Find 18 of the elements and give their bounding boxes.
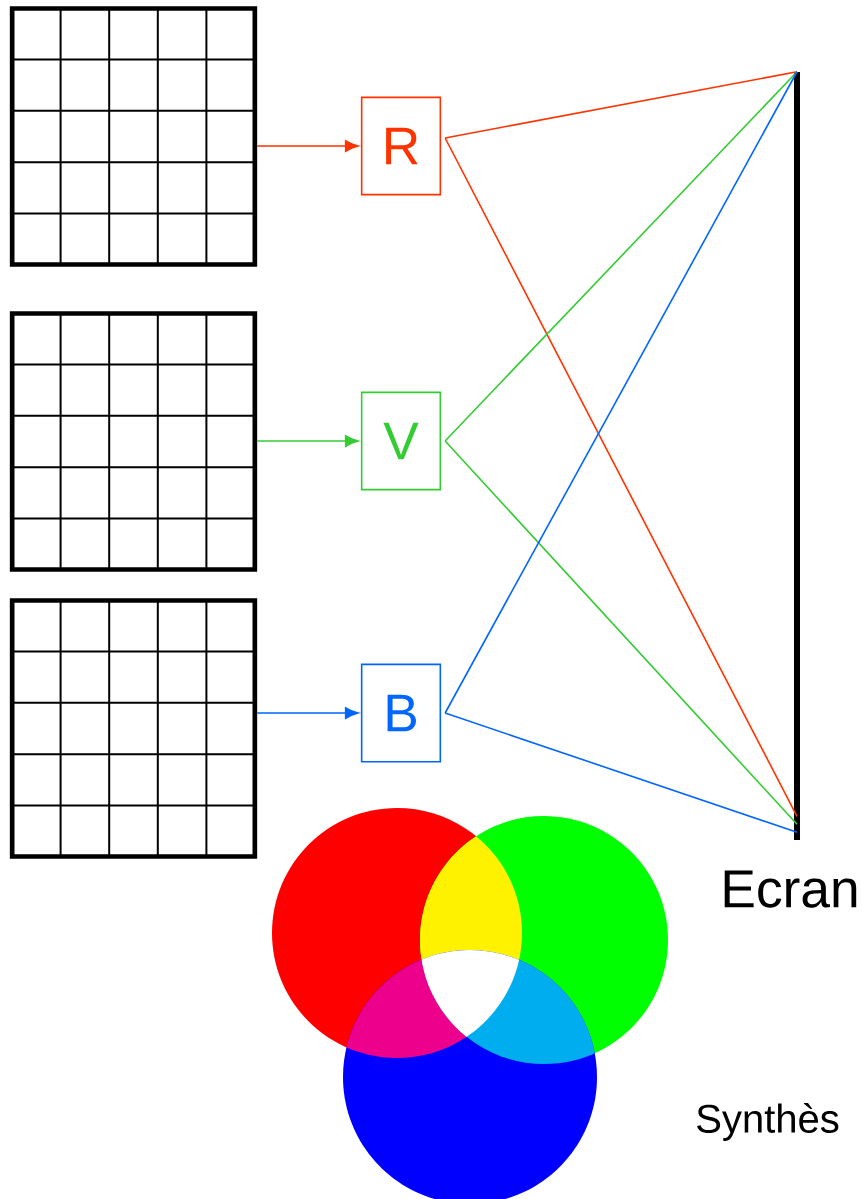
connector-line bbox=[444, 70, 798, 442]
connector-line bbox=[256, 707, 359, 719]
connector-line bbox=[444, 137, 798, 818]
pixel-grid bbox=[9, 6, 258, 267]
channel-box: R bbox=[360, 96, 442, 196]
channel-box: V bbox=[360, 391, 442, 491]
caption-text: Synthès bbox=[697, 1103, 839, 1141]
pixel-grid bbox=[9, 598, 258, 859]
connector-line bbox=[444, 712, 798, 834]
pixel-grid bbox=[9, 311, 258, 572]
connector-line bbox=[444, 70, 798, 714]
screen-caption: Ecran bbox=[724, 870, 857, 908]
channel-box: B bbox=[360, 663, 442, 763]
connector-line bbox=[444, 440, 798, 826]
screen-bar bbox=[794, 72, 800, 840]
connector-line bbox=[256, 435, 359, 447]
connector-line bbox=[256, 140, 359, 152]
connector-line bbox=[444, 70, 798, 139]
